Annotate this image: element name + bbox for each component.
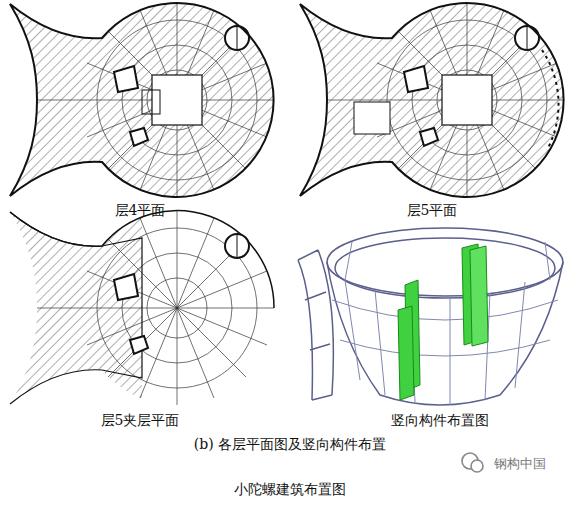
plan-label: (b) 各层平面图及竖向构件布置: [194, 436, 386, 454]
plan-label: 竖向构件布置图: [391, 412, 489, 430]
plan-label: 层4平面: [115, 202, 166, 220]
watermark: 钢构中国: [494, 455, 546, 473]
core-walls: [398, 244, 488, 400]
figure-caption: 小陀螺建筑布置图: [234, 481, 346, 499]
plan-label: 层5平面: [407, 202, 458, 220]
watermark-logo: [462, 453, 483, 472]
plan-label: 层5夹层平面: [101, 412, 180, 430]
frame-3d: [298, 228, 563, 405]
